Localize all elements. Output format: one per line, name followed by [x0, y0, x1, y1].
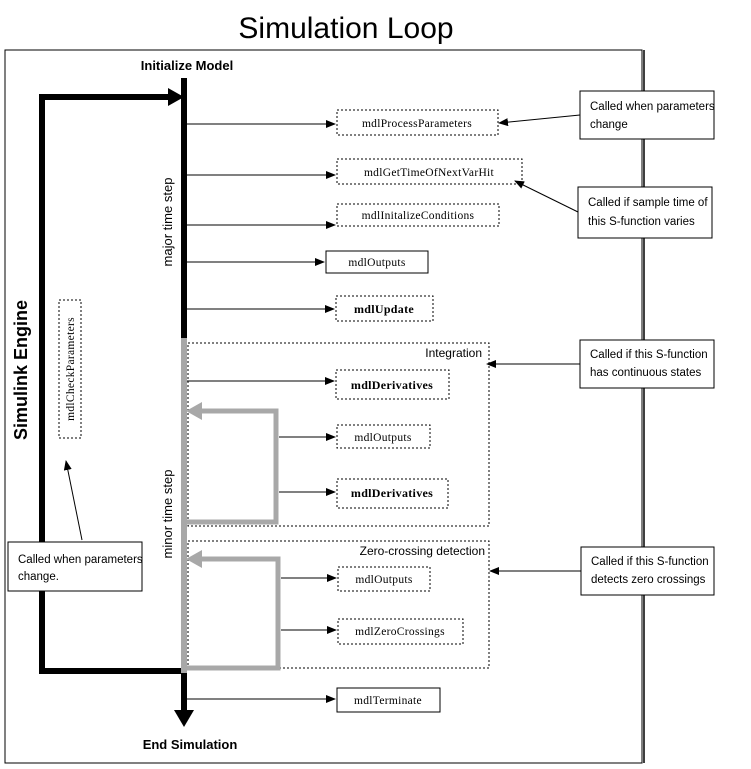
note-params-arrow: [498, 114, 581, 127]
minor-time-step-label: minor time step: [160, 470, 175, 559]
integration-region: [187, 342, 490, 527]
zero-crossing-region: [187, 540, 490, 669]
note-sample-line1: Called if sample time of: [588, 197, 708, 209]
fn-box-derivatives-1: [335, 369, 450, 400]
integration-loop-arrowhead: [186, 402, 202, 420]
note-engine-line1: Called when parameters: [18, 554, 143, 566]
zero-crossing-loop-line: [186, 556, 281, 671]
note-sample-arrow: [514, 180, 579, 213]
fn-outputs-major: mdlOutputs: [348, 257, 406, 269]
outer-loop-line: [39, 94, 184, 674]
fn-derivatives-2: mdlDerivatives: [351, 486, 433, 500]
integration-loop-line: [186, 408, 279, 525]
fn-box-next-var-hit: [336, 158, 523, 185]
fn-box-outputs-major: [325, 250, 429, 274]
fn-terminate: mdlTerminate: [354, 695, 422, 707]
fn-box-process-params: [336, 109, 499, 136]
end-arrowhead: [174, 710, 194, 727]
note-box-zero-crossing: [580, 546, 715, 596]
fn-box-check-params: [58, 299, 82, 439]
fn-check-params: mdlCheckParameters: [65, 317, 77, 421]
note-box-engine: [7, 541, 143, 592]
note-engine-arrow: [63, 460, 83, 541]
fn-box-init-conditions: [336, 203, 500, 227]
zero-crossing-loop-arrowhead: [186, 550, 202, 568]
note-params-line1: Called when parameters: [590, 101, 715, 113]
fn-outputs-int: mdlOutputs: [354, 432, 412, 444]
fn-box-terminate: [336, 687, 441, 713]
fn-box-outputs-zc: [337, 566, 431, 592]
fn-next-var-hit: mdlGetTimeOfNextVarHit: [364, 167, 495, 179]
fn-outputs-zc: mdlOutputs: [355, 574, 413, 586]
outer-loop-arrowhead: [168, 88, 184, 106]
fn-derivatives-1: mdlDerivatives: [351, 378, 433, 392]
note-zc-line1: Called if this S-function: [591, 556, 709, 568]
note-engine-line2: change.: [18, 571, 59, 583]
integration-label: Integration: [425, 346, 482, 360]
fn-box-outputs-int: [336, 424, 431, 449]
note-box-params: [579, 90, 715, 140]
fn-process-params: mdlProcessParameters: [362, 118, 472, 130]
simulink-engine-label: Simulink Engine: [11, 300, 31, 440]
note-cont-line2: has continuous states: [590, 367, 701, 379]
note-cont-line1: Called if this S-function: [590, 349, 708, 361]
end-simulation-label: End Simulation: [143, 737, 238, 752]
initialize-model-label: Initialize Model: [141, 58, 233, 73]
fn-zero-crossings: mdlZeroCrossings: [355, 626, 445, 638]
note-sample-line2: this S-function varies: [588, 216, 695, 228]
fn-box-derivatives-2: [336, 478, 449, 509]
fn-box-update: [335, 295, 434, 322]
note-box-sample-time: [577, 186, 713, 239]
note-box-continuous: [579, 339, 715, 389]
fn-box-zero-crossings: [337, 618, 464, 645]
note-params-line2: change: [590, 119, 628, 131]
fn-init-conditions: mdlInitalizeConditions: [362, 210, 475, 222]
major-time-step-label: major time step: [160, 178, 175, 267]
note-zc-line2: detects zero crossings: [591, 574, 706, 586]
engine-frame: [4, 49, 643, 764]
diagram-title: Simulation Loop: [238, 12, 453, 45]
zero-crossing-label: Zero-crossing detection: [360, 544, 485, 558]
fn-update: mdlUpdate: [354, 302, 414, 316]
